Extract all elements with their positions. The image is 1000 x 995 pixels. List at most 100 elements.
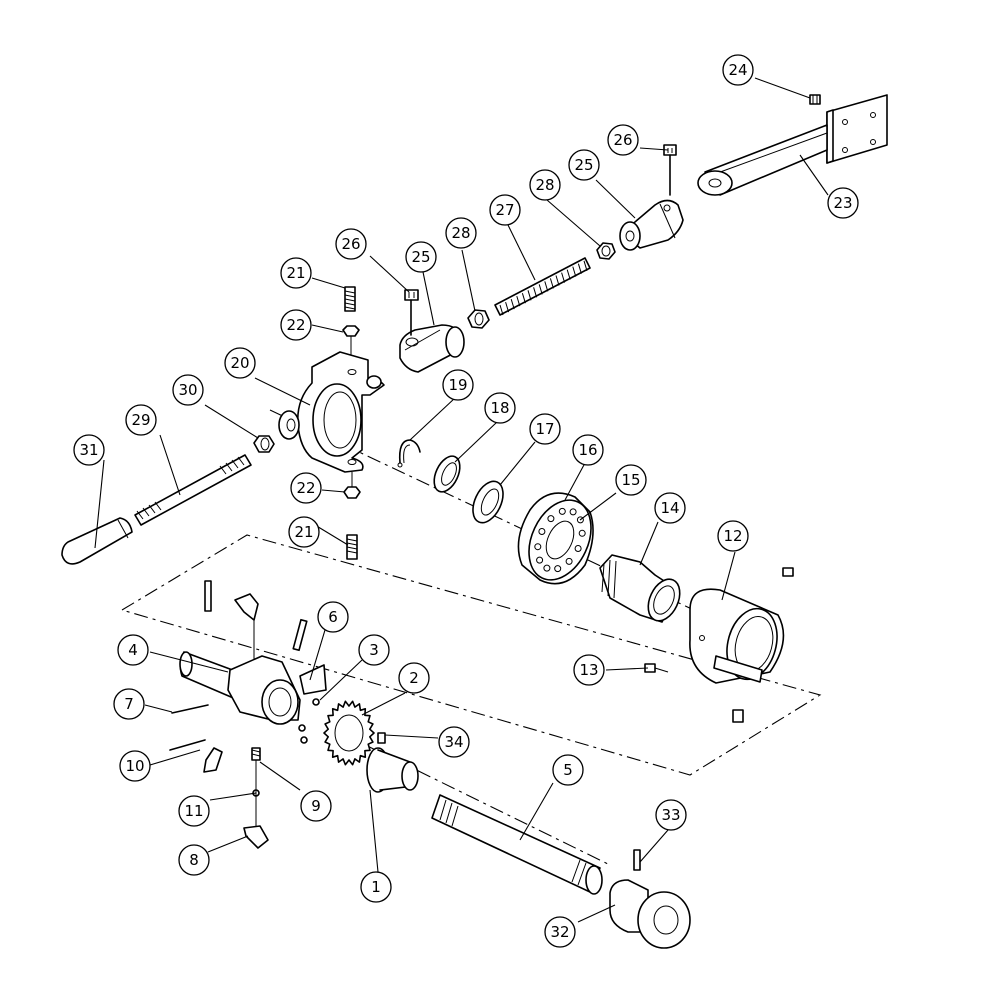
callout-16-label: 16 <box>578 441 597 459</box>
callout-28-right-label: 28 <box>535 176 554 194</box>
bearing-ball <box>547 515 555 523</box>
subassembly-boundary <box>120 534 822 776</box>
part-lock-nut-17 <box>472 480 504 524</box>
callout-20: 20 <box>224 347 256 379</box>
callout-26-right: 26 <box>607 124 639 156</box>
callout-28-left-label: 28 <box>451 224 470 242</box>
callout-25-left: 25 <box>405 241 437 273</box>
callout-19: 19 <box>442 369 474 401</box>
part-nut-left <box>467 309 490 329</box>
callout-28-right: 28 <box>529 169 561 201</box>
callout-12-label: 12 <box>723 527 742 545</box>
callout-24: 24 <box>722 54 754 86</box>
callout-30: 30 <box>172 374 204 406</box>
callout-10: 10 <box>119 750 151 782</box>
callout-5-label: 5 <box>563 761 573 779</box>
callout-25-right-label: 25 <box>574 156 593 174</box>
callout-1-label: 1 <box>371 878 381 896</box>
callout-9-label: 9 <box>311 797 321 815</box>
callout-25-right: 25 <box>568 149 600 181</box>
callout-21-top-label: 21 <box>286 264 305 282</box>
callout-20-label: 20 <box>230 354 249 372</box>
callout-2: 2 <box>398 662 430 694</box>
callout-10-label: 10 <box>125 757 144 775</box>
part-spring-ball-latch <box>243 747 269 849</box>
part-screw-nut-top <box>342 286 360 362</box>
part-rod-29 <box>134 454 252 526</box>
callout-11-label: 11 <box>184 802 203 820</box>
callout-19-label: 19 <box>448 376 467 394</box>
callout-4: 4 <box>117 634 149 666</box>
part-clevis-left <box>399 289 465 373</box>
part-collar-12 <box>644 567 794 723</box>
callout-21-bottom: 21 <box>288 516 320 548</box>
callout-29-label: 29 <box>131 411 150 429</box>
callout-33: 33 <box>655 799 687 831</box>
part-pins-7-10 <box>169 580 308 751</box>
callout-25-left-label: 25 <box>411 248 430 266</box>
callout-32: 32 <box>544 916 576 948</box>
bearing-ball <box>536 556 544 564</box>
part-screws-3 <box>298 698 320 744</box>
part-threaded-rod <box>494 257 591 316</box>
callout-14-label: 14 <box>660 499 679 517</box>
callout-34: 34 <box>438 726 470 758</box>
part-hub <box>203 593 327 773</box>
callout-6: 6 <box>317 601 349 633</box>
callout-1: 1 <box>360 871 392 903</box>
callout-8: 8 <box>178 844 210 876</box>
callout-27-label: 27 <box>495 201 514 219</box>
part-gear-2 <box>323 700 375 766</box>
callout-31-label: 31 <box>79 441 98 459</box>
callout-22-top: 22 <box>280 309 312 341</box>
callout-9: 9 <box>300 790 332 822</box>
part-tube-5 <box>431 794 603 895</box>
part-handle-31 <box>61 517 133 565</box>
part-nut-right <box>596 242 616 260</box>
callout-18: 18 <box>484 392 516 424</box>
callout-13: 13 <box>573 654 605 686</box>
callout-11: 11 <box>178 795 210 827</box>
callout-13-label: 13 <box>579 661 598 679</box>
bearing-ball <box>558 507 566 515</box>
callout-15-label: 15 <box>621 471 640 489</box>
callout-6-label: 6 <box>328 608 338 626</box>
callout-22-bottom-label: 22 <box>296 479 315 497</box>
callout-34-label: 34 <box>444 733 463 751</box>
callout-14: 14 <box>654 492 686 524</box>
callout-22-top-label: 22 <box>286 316 305 334</box>
bearing-ball <box>543 564 551 572</box>
callout-3: 3 <box>358 634 390 666</box>
callout-5: 5 <box>552 754 584 786</box>
callout-4-label: 4 <box>128 641 138 659</box>
bearing-balls <box>534 507 586 573</box>
callout-8-label: 8 <box>189 851 199 869</box>
callout-18-label: 18 <box>490 399 509 417</box>
part-screw-nut-bottom <box>343 472 361 560</box>
bearing-ball <box>576 516 584 524</box>
callout-22-bottom: 22 <box>290 472 322 504</box>
part-bearing-16 <box>517 492 594 585</box>
callout-7-label: 7 <box>124 695 134 713</box>
callout-27: 27 <box>489 194 521 226</box>
callout-16: 16 <box>572 434 604 466</box>
callout-31: 31 <box>73 434 105 466</box>
callout-21-top: 21 <box>280 257 312 289</box>
callout-32-label: 32 <box>550 923 569 941</box>
callout-29: 29 <box>125 404 157 436</box>
callout-21-bottom-label: 21 <box>294 523 313 541</box>
callout-26-right-label: 26 <box>613 131 632 149</box>
callout-26-left: 26 <box>335 228 367 260</box>
part-washer-18 <box>433 455 461 493</box>
callout-24-label: 24 <box>728 61 747 79</box>
bearing-ball <box>574 545 582 552</box>
callout-26-left-label: 26 <box>341 235 360 253</box>
callout-17-label: 17 <box>535 420 554 438</box>
callout-17: 17 <box>529 413 561 445</box>
bearing-ball <box>578 529 586 537</box>
part-arm-plate <box>697 94 888 196</box>
callout-30-label: 30 <box>178 381 197 399</box>
callout-7: 7 <box>113 688 145 720</box>
callout-3-label: 3 <box>369 641 379 659</box>
